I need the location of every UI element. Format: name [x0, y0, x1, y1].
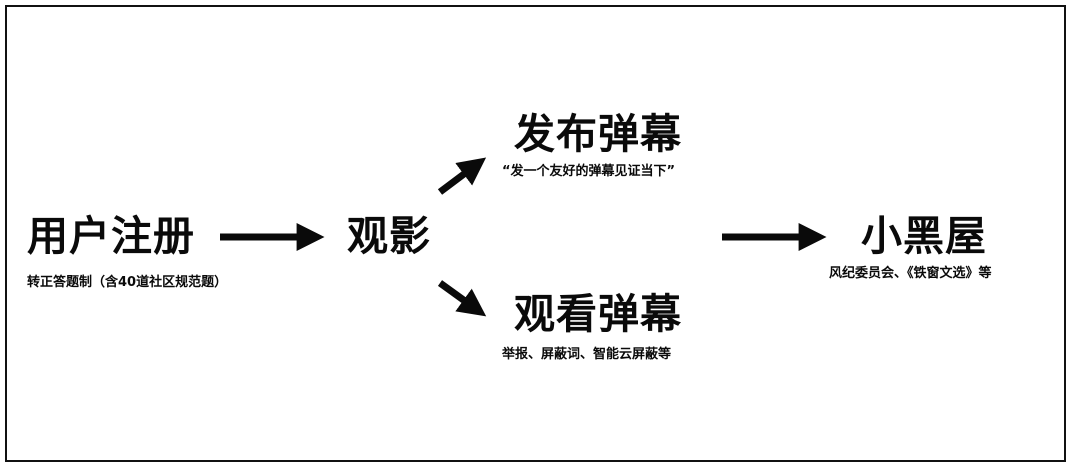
arrow-watch-to-view [437, 280, 487, 317]
view-danmaku-title: 观看弹幕 [514, 290, 682, 338]
view-danmaku-caption: 举报、屏蔽词、智能云屏蔽等 [502, 347, 672, 362]
blackroom-caption: 风纪委员会、《铁窗文选》等 [829, 266, 992, 281]
watch-video-title: 观影 [347, 212, 431, 260]
diagram-frame [5, 5, 1066, 462]
post-danmaku-title: 发布弹幕 [514, 110, 682, 158]
register-title: 用户注册 [27, 212, 195, 260]
blackroom-title: 小黑屋 [861, 212, 987, 260]
post-danmaku-caption: “发一个友好的弹幕见证当下” [502, 164, 676, 179]
arrow-watch-to-post [437, 157, 487, 195]
register-caption: 转正答题制（含40道社区规范题） [27, 275, 228, 290]
